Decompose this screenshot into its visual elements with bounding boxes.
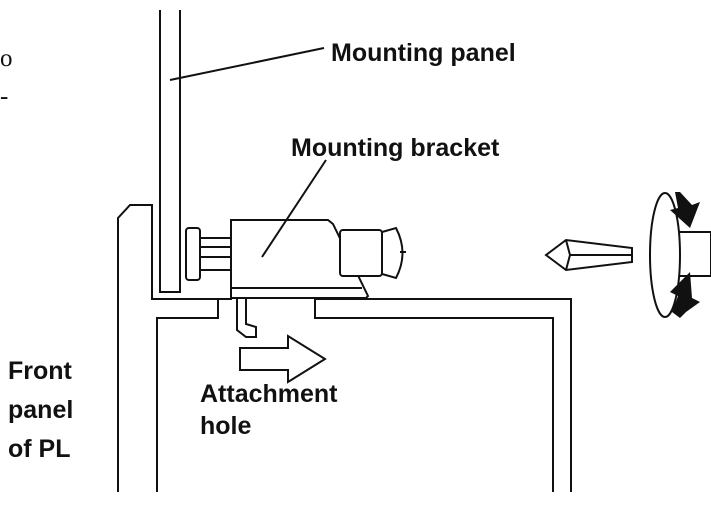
cropped-text-top: o <box>0 45 13 72</box>
insert-direction-arrow-icon <box>239 334 327 384</box>
label-mounting-panel: Mounting panel <box>331 39 516 67</box>
label-attachment-hole-line2: hole <box>200 412 251 440</box>
label-front-panel-line2: panel <box>8 396 73 424</box>
leader-line-mounting-panel <box>169 47 325 81</box>
mounting-panel <box>159 10 181 293</box>
label-front-panel-line3: of PL <box>8 435 71 463</box>
label-front-panel-line1: Front <box>8 357 73 385</box>
rotation-arrow-icon <box>670 192 700 318</box>
leader-line-mounting-bracket <box>261 159 327 258</box>
mounting-bracket <box>185 219 406 338</box>
label-mounting-bracket: Mounting bracket <box>291 134 500 162</box>
front-panel-of-pl <box>117 204 572 492</box>
screwdriver-icon <box>544 192 711 318</box>
label-attachment-hole-line1: Attachment <box>200 380 338 408</box>
cropped-text-bottom: - <box>0 83 8 110</box>
